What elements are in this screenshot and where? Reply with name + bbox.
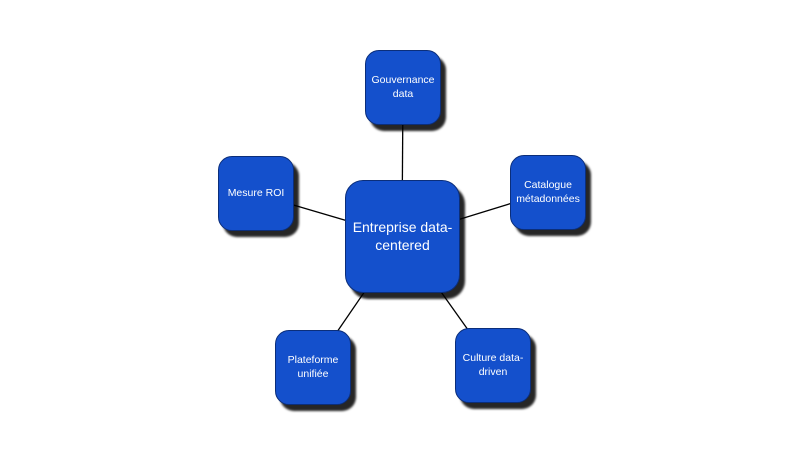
- node-plateforme-unifiee: Plateforme unifiée: [275, 330, 351, 405]
- node-entreprise-data-centered: Entreprise data-centered: [345, 180, 460, 293]
- node-label: Entreprise data-centered: [352, 219, 453, 253]
- node-label: Mesure ROI: [227, 186, 285, 199]
- node-catalogue-metadonnees: Catalogue métadonnées: [510, 155, 586, 230]
- node-mesure-roi: Mesure ROI: [218, 156, 294, 231]
- node-gouvernance-data: Gouvernance data: [365, 50, 441, 125]
- node-label: Plateforme unifiée: [287, 354, 339, 380]
- node-label: Catalogue métadonnées: [516, 179, 580, 205]
- node-culture-data-driven: Culture data-driven: [455, 328, 531, 403]
- node-label: Culture data-driven: [462, 352, 524, 378]
- node-label: Gouvernance data: [371, 74, 435, 100]
